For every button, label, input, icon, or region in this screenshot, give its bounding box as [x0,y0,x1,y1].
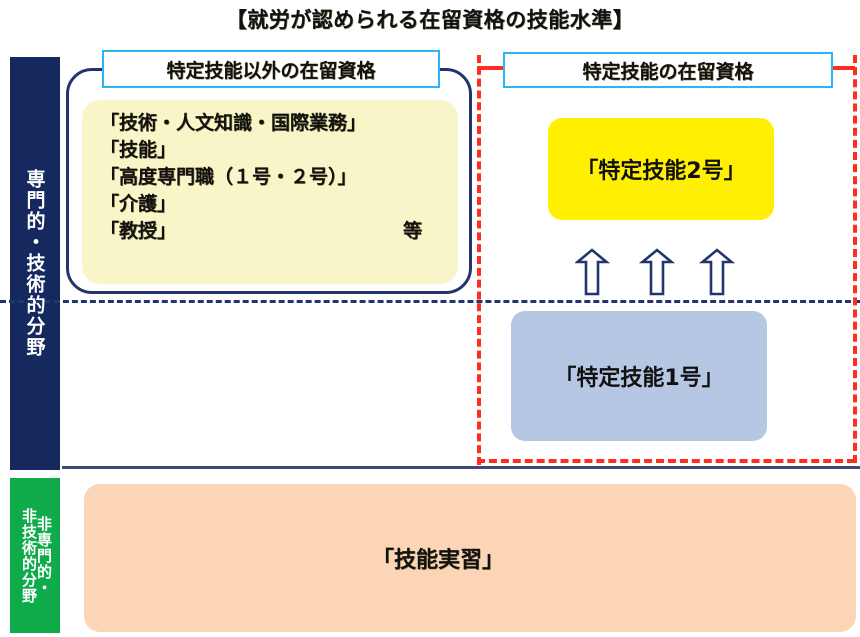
axis-label-non-specialized-line1: 非専門的・ [35,515,53,596]
specified-skill-tier1-box: 「特定技能1号」 [511,311,767,441]
header-other-qualifications-label: 特定技能以外の在留資格 [166,59,376,82]
red-boundary-left [477,55,481,465]
header-specified-skills-label: 特定技能の在留資格 [582,60,754,83]
axis-label-non-specialized-line2: 非技術的分野 [20,507,38,604]
list-item: 「技能」 [100,137,440,164]
red-boundary-bottom [477,459,855,463]
red-boundary-stub-right [831,66,855,70]
specified-skill-tier2-label: 「特定技能2号」 [576,159,746,184]
qualification-label: 「教授」 [100,219,177,242]
axis-label-specialized-field: 専門的・技術的分野 [10,57,60,470]
qualification-label: 「技能」 [100,138,177,161]
specified-skill-tier1-label: 「特定技能1号」 [554,366,724,391]
technical-internship-box: 「技能実習」 [84,484,856,632]
field-separator-solid [62,466,860,469]
list-item: 「介護」 [100,191,440,218]
axis-label-non-specialized-field: 非技術的分野 非専門的・ [10,478,60,633]
list-item: 「技術・人文知識・国際業務」 [100,110,440,137]
red-boundary-stub-left [477,66,505,70]
red-boundary-right [853,55,857,463]
etc-label: 等 [402,219,422,242]
other-qualifications-list: 「技術・人文知識・国際業務」 「技能」 「高度専門職（１号・２号）」 「介護」 … [100,110,440,245]
tier-transition-arrows [575,248,740,296]
up-arrow-icon [575,248,736,296]
qualification-label: 「技術・人文知識・国際業務」 [100,112,367,134]
axis-label-specialized-text: 専門的・技術的分野 [23,169,46,358]
skill-level-divider-dashed [0,300,860,303]
list-item: 「教授」 等 [100,218,440,245]
qualification-label: 「介護」 [100,192,177,215]
list-item: 「高度専門職（１号・２号）」 [100,164,440,191]
qualification-label: 「高度専門職（１号・２号）」 [100,165,357,188]
specified-skill-tier2-box: 「特定技能2号」 [548,118,774,220]
other-qualifications-list-box: 「技術・人文知識・国際業務」 「技能」 「高度専門職（１号・２号）」 「介護」 … [82,100,458,284]
technical-internship-label: 「技能実習」 [371,548,504,573]
page-title: 【就労が認められる在留資格の技能水準】 [225,8,635,32]
header-other-qualifications: 特定技能以外の在留資格 [102,50,440,88]
header-specified-skills: 特定技能の在留資格 [503,52,833,88]
